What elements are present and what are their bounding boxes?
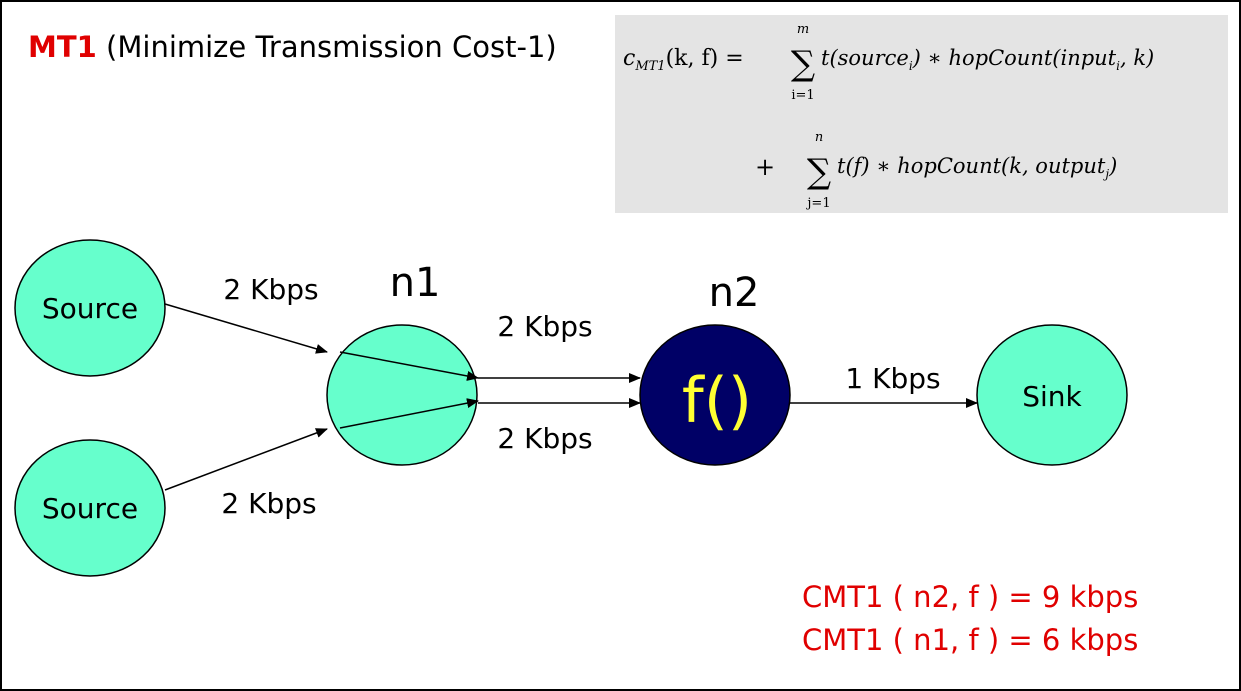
node-n1 — [326, 324, 478, 466]
title-abbrev: MT1 — [28, 30, 97, 64]
formula-term2: t(f) ∗ hopCount(k, outputj) — [837, 154, 1117, 181]
source-node-bottom — [14, 439, 166, 577]
node-n2 — [639, 324, 791, 466]
sink-node — [976, 324, 1128, 466]
edge-label-n1-n2-lower: 2 Kbps — [497, 422, 592, 455]
edge-source-top-to-n1 — [164, 303, 328, 354]
formula-plus: + — [755, 153, 775, 181]
sum1-lower: i=1 — [791, 88, 814, 103]
sum2-upper: n — [815, 130, 823, 145]
formula-lhs: cMT1(k, f) = — [623, 46, 744, 74]
sum1-sigma: ∑ — [791, 44, 815, 84]
result-n2: CMT1 ( n2, f ) = 9 kbps — [802, 580, 1139, 614]
n2-function-label: f() — [682, 364, 752, 437]
sum1-upper: m — [797, 22, 809, 37]
n2-label: n2 — [709, 270, 760, 316]
edge-n1-inner-lower — [339, 398, 479, 429]
n1-label: n1 — [390, 260, 441, 306]
formula-term1: t(sourcei) ∗ hopCount(inputi, k) — [821, 46, 1154, 73]
edge-label-source-top: 2 Kbps — [223, 273, 318, 306]
edge-n1-inner-upper — [339, 351, 479, 381]
sum2-sigma: ∑ — [807, 152, 831, 192]
sum2-lower: j=1 — [805, 196, 830, 211]
edge-label-n1-n2-upper: 2 Kbps — [497, 310, 592, 343]
edge-label-n2-sink: 1 Kbps — [845, 362, 940, 395]
source-top-label: Source — [42, 292, 138, 325]
formula: cMT1(k, f) = m ∑ i=1 t(sourcei) ∗ hopCou… — [623, 22, 1154, 211]
sink-label: Sink — [1022, 380, 1082, 413]
slide-title: MT1 (Minimize Transmission Cost-1) — [28, 30, 557, 64]
edge-label-source-bottom: 2 Kbps — [221, 487, 316, 520]
result-n1: CMT1 ( n1, f ) = 6 kbps — [802, 623, 1139, 657]
source-node-top — [14, 239, 166, 377]
edge-source-bottom-to-n1 — [164, 428, 328, 491]
title-full: (Minimize Transmission Cost-1) — [106, 30, 557, 64]
source-bottom-label: Source — [42, 492, 138, 525]
formula-box: cMT1(k, f) = m ∑ i=1 t(sourcei) ∗ hopCou… — [615, 15, 1228, 213]
